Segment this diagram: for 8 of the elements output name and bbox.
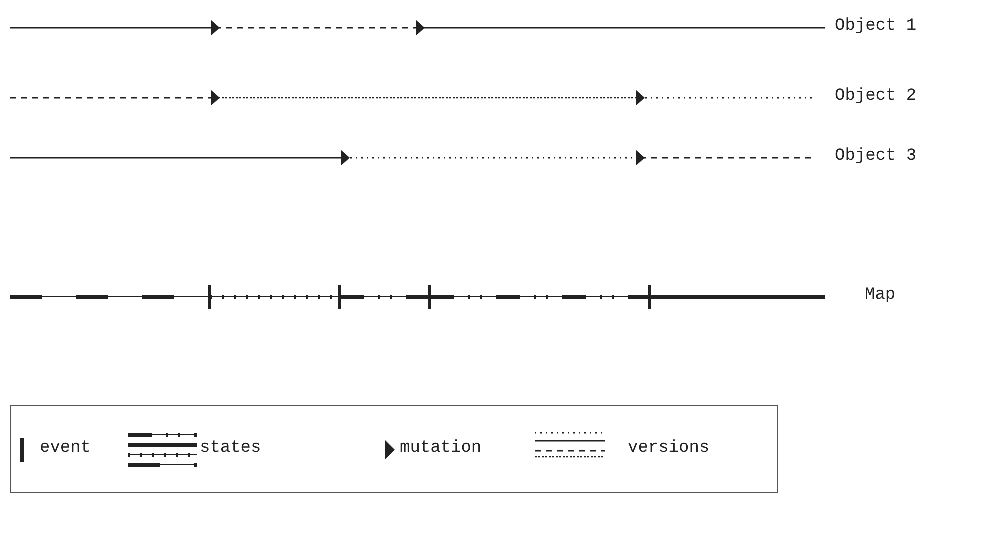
timeline-label: Object 2: [835, 87, 917, 107]
timeline-label: Object 1: [835, 17, 917, 37]
legend-label: mutation: [400, 439, 482, 459]
timeline-label: Object 3: [835, 147, 917, 167]
timeline-label: Map: [865, 286, 896, 306]
legend-label: event: [40, 439, 92, 459]
legend-label: versions: [628, 439, 710, 459]
legend-label: states: [200, 439, 262, 459]
